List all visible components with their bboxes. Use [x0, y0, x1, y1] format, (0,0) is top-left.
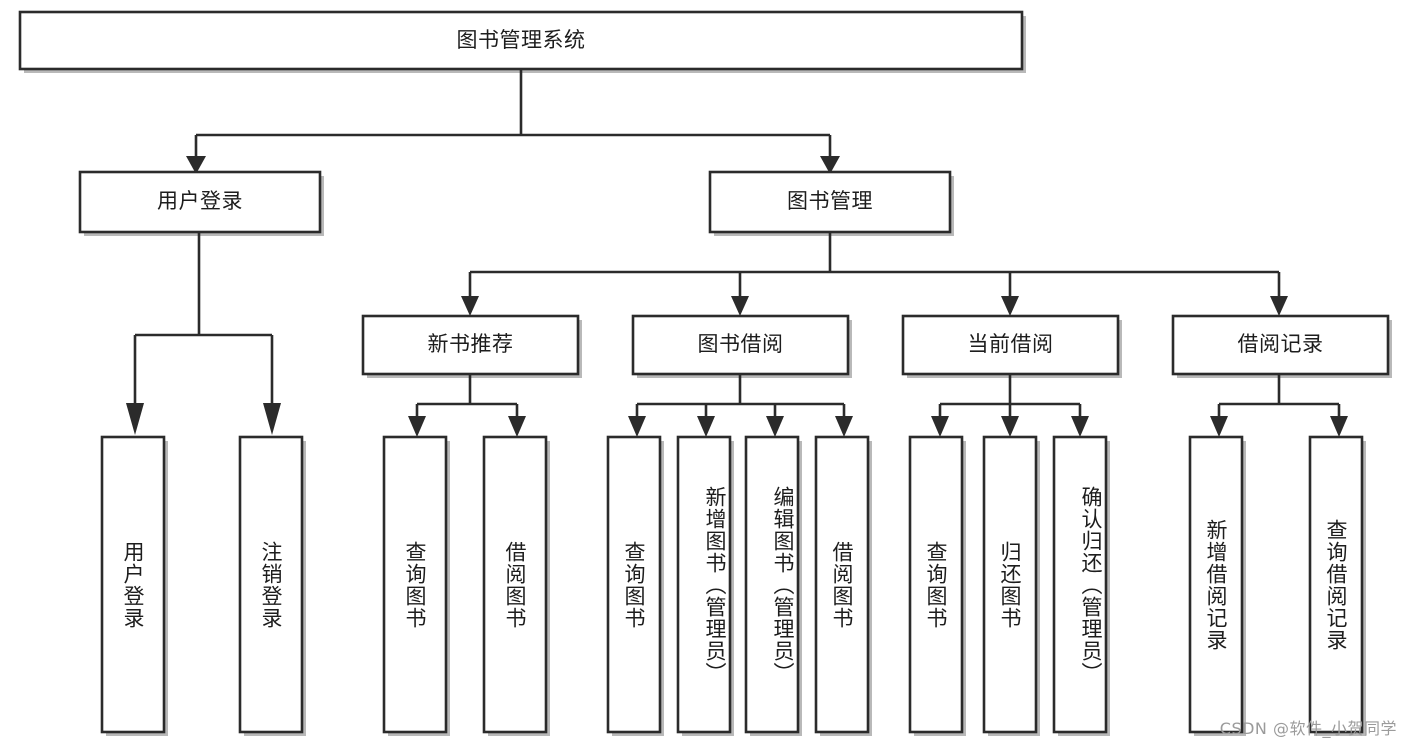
arrow-head-leaf — [697, 416, 715, 437]
node-leaf-add-book-admin[interactable] — [676, 435, 732, 734]
arrow-head-leaf — [126, 403, 144, 435]
node-leaf-logout-login[interactable] — [238, 435, 304, 734]
node-leaf-user-login[interactable] — [100, 435, 166, 734]
node-borrow-record[interactable] — [1171, 314, 1390, 376]
node-leaf-confirm-return-admin[interactable] — [1052, 435, 1108, 734]
node-leaf-borrow-book-newbook[interactable] — [482, 435, 548, 734]
arrow-head-leaf — [628, 416, 646, 437]
arrow-head-leaf — [263, 403, 281, 435]
arrow-head-leaf — [835, 416, 853, 437]
node-leaf-query-borrow-record[interactable] — [1308, 435, 1364, 734]
arrow-head-leaf — [1071, 416, 1089, 437]
arrow-head-level3 — [1270, 296, 1288, 316]
watermark-text: CSDN @软件_小贺同学 — [1219, 719, 1397, 738]
arrow-head-leaf — [1001, 416, 1019, 437]
arrow-head-level3 — [461, 296, 479, 316]
arrow-head-leaf — [508, 416, 526, 437]
arrow-head-leaf — [766, 416, 784, 437]
arrow-head-book-manage — [820, 156, 840, 174]
node-root[interactable] — [18, 10, 1024, 71]
node-new-book-recommend[interactable] — [361, 314, 580, 376]
node-leaf-return-book[interactable] — [982, 435, 1038, 734]
arrow-head-leaf — [931, 416, 949, 437]
node-leaf-query-book-newbook[interactable] — [382, 435, 448, 734]
arrow-head-level3 — [1001, 296, 1019, 316]
node-book-borrow[interactable] — [631, 314, 850, 376]
node-current-borrow[interactable] — [901, 314, 1120, 376]
node-leaf-query-book-current[interactable] — [908, 435, 964, 734]
node-leaf-borrow-book[interactable] — [814, 435, 870, 734]
node-leaf-query-book-borrow[interactable] — [606, 435, 662, 734]
arrow-head-leaf — [1210, 416, 1228, 437]
node-book-manage[interactable] — [708, 170, 952, 234]
node-leaf-add-borrow-record[interactable] — [1188, 435, 1244, 734]
arrow-head-level3 — [731, 296, 749, 316]
node-leaf-edit-book-admin[interactable] — [744, 435, 800, 734]
arrow-head-leaf — [408, 416, 426, 437]
arrow-head-user-login — [186, 156, 206, 174]
node-user-login[interactable] — [78, 170, 322, 234]
arrow-head-leaf — [1330, 416, 1348, 437]
